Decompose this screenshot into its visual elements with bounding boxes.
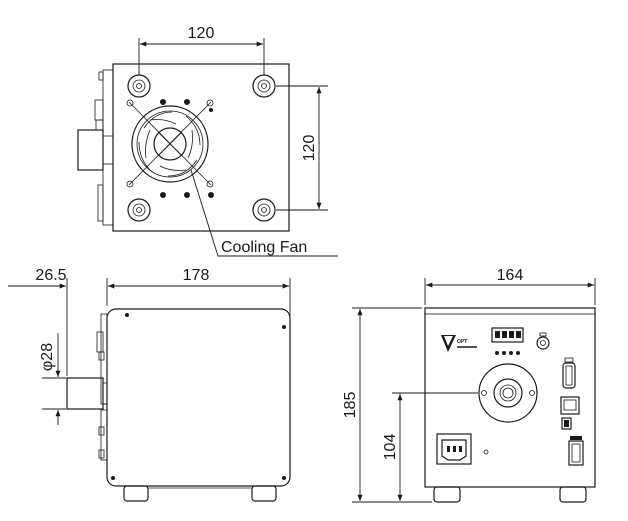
dim-top-width bbox=[138, 38, 265, 75]
dim-side-diameter-label: φ28 bbox=[39, 343, 56, 371]
power-inlet bbox=[436, 433, 489, 465]
power-switch bbox=[568, 436, 584, 466]
screw-hole-top-right bbox=[252, 74, 276, 98]
top-view-lens-mount bbox=[77, 129, 104, 171]
top-view: 120 120 Cooling Fan bbox=[77, 25, 338, 257]
brand-logo: OPT bbox=[441, 335, 477, 352]
dim-top-width-label: 120 bbox=[188, 25, 215, 42]
vent-dots bbox=[160, 99, 214, 198]
dim-front-width-label: 164 bbox=[497, 267, 524, 284]
dim-side-width bbox=[8, 278, 291, 376]
svg-text:OPT: OPT bbox=[457, 339, 467, 345]
dim-front-axis-height bbox=[392, 392, 478, 501]
screw-hole-bottom-right bbox=[252, 198, 276, 222]
side-view-foot-right bbox=[251, 485, 277, 502]
side-view-body bbox=[106, 308, 291, 487]
side-view: 26.5 178 φ28 bbox=[8, 267, 291, 502]
dim-side-offset-label: 26.5 bbox=[35, 267, 66, 284]
power-connector bbox=[536, 332, 550, 350]
front-view-foot-left bbox=[433, 486, 461, 503]
top-view-connector bbox=[94, 99, 104, 121]
screw-hole-top-left bbox=[127, 74, 151, 98]
top-view-side-panel bbox=[102, 69, 114, 226]
light-outlet bbox=[478, 363, 538, 423]
fan-leader-line bbox=[190, 169, 338, 257]
front-view: OPT bbox=[342, 267, 596, 503]
dim-top-height bbox=[276, 85, 328, 211]
dim-front-width bbox=[424, 278, 596, 305]
dim-front-axis-height-label: 104 bbox=[382, 434, 399, 461]
dim-front-height-label: 185 bbox=[342, 392, 359, 419]
signal-connector bbox=[561, 417, 572, 430]
cooling-fan bbox=[126, 99, 214, 188]
dim-front-height bbox=[352, 307, 432, 503]
dim-side-diameter bbox=[42, 333, 66, 425]
serial-port bbox=[562, 357, 576, 389]
fan-callout-label: Cooling Fan bbox=[221, 239, 307, 256]
side-view-lens-mount bbox=[66, 377, 104, 410]
terminal-block bbox=[491, 327, 524, 355]
front-view-foot-right bbox=[559, 486, 587, 503]
ethernet-port bbox=[560, 396, 580, 415]
screw-hole-bottom-left bbox=[127, 198, 151, 222]
dim-top-height-label: 120 bbox=[301, 135, 318, 162]
dim-side-width-label: 178 bbox=[183, 267, 210, 284]
side-view-foot-left bbox=[123, 485, 149, 502]
